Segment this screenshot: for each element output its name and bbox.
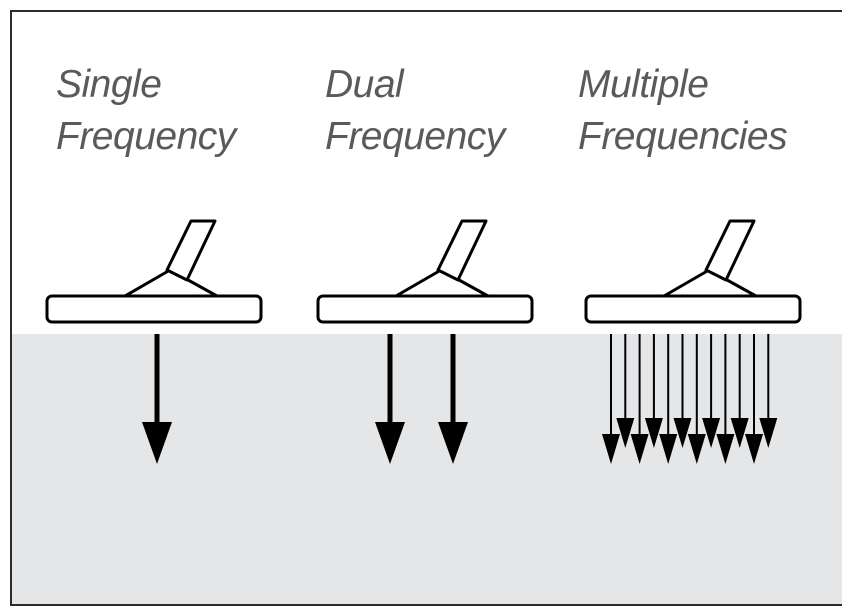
- down-arrow-icon: [602, 334, 620, 464]
- down-arrow-icon: [716, 334, 735, 464]
- label-multi-line2: Frequencies: [578, 115, 788, 158]
- down-arrow-icon: [673, 334, 692, 448]
- arrow-head: [759, 418, 778, 448]
- metal-detector-coil-icon: [584, 219, 802, 324]
- down-arrow-icon: [616, 334, 635, 448]
- label-single-line1: Single: [56, 63, 162, 106]
- coil-plate: [45, 294, 263, 324]
- arrow-head: [702, 418, 721, 448]
- down-arrow-icon: [702, 334, 721, 448]
- coil-shaft: [436, 219, 488, 282]
- label-dual-frequency: Dual Frequency: [325, 59, 505, 163]
- arrow-head: [730, 418, 749, 448]
- arrow-head: [745, 434, 763, 464]
- down-arrow-icon: [375, 334, 405, 464]
- arrow-head: [673, 418, 692, 448]
- coil-shaft: [165, 219, 217, 282]
- label-single-frequency: Single Frequency: [56, 59, 236, 163]
- arrow-head: [438, 422, 468, 464]
- metal-detector-coil-icon: [316, 219, 534, 324]
- coil-support: [663, 268, 757, 298]
- coil-support: [395, 268, 489, 298]
- arrow-head: [659, 434, 678, 464]
- coil-shaft: [704, 219, 756, 282]
- down-arrow-icon: [687, 334, 706, 464]
- label-multi-line1: Multiple: [578, 63, 709, 106]
- down-arrow-icon: [630, 334, 649, 464]
- label-single-line2: Frequency: [56, 115, 236, 158]
- arrow-head: [687, 434, 706, 464]
- coil-plate: [584, 294, 802, 324]
- arrow-head: [375, 422, 405, 464]
- down-arrow-icon: [644, 334, 663, 448]
- ground-area: [12, 334, 842, 604]
- arrow-head: [602, 434, 620, 464]
- arrow-head: [142, 422, 172, 464]
- arrow-head: [630, 434, 649, 464]
- arrow-head: [716, 434, 735, 464]
- down-arrow-icon: [745, 334, 763, 464]
- down-arrow-icon: [438, 334, 468, 464]
- arrow-head: [616, 418, 635, 448]
- down-arrow-icon: [142, 334, 172, 464]
- down-arrow-icon: [659, 334, 678, 464]
- metal-detector-coil-icon: [45, 219, 263, 324]
- down-arrow-icon: [730, 334, 749, 448]
- coil-plate: [316, 294, 534, 324]
- arrow-head: [644, 418, 663, 448]
- label-dual-line2: Frequency: [325, 115, 505, 158]
- coil-support: [124, 268, 218, 298]
- down-arrow-icon: [759, 334, 778, 448]
- label-multiple-frequencies: Multiple Frequencies: [578, 59, 788, 163]
- label-dual-line1: Dual: [325, 63, 404, 106]
